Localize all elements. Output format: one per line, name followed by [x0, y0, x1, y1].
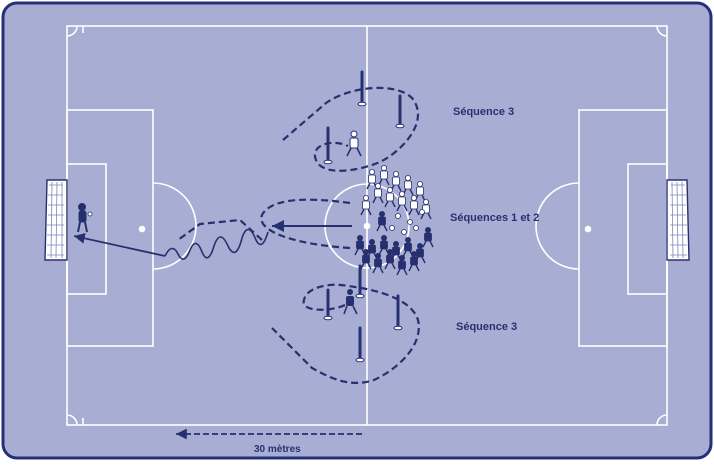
player-icon [378, 234, 390, 256]
label-sequence-3-bottom: Séquence 3 [456, 321, 518, 333]
player-icon [384, 186, 396, 208]
ball-icon [407, 219, 413, 225]
player-icon [402, 174, 414, 196]
label-sequences-1-2: Séquences 1 et 2 [450, 212, 540, 224]
sequence-3-top-run [282, 86, 419, 172]
ball-icon [395, 213, 401, 219]
player-icon [402, 236, 414, 258]
player-icon [343, 289, 358, 315]
right-penalty-spot [584, 225, 592, 233]
player-icon [346, 130, 362, 157]
label-distance: 30 mètres [254, 444, 301, 455]
player-icon [396, 190, 408, 212]
left-penalty-spot [138, 225, 146, 233]
goal-left [44, 179, 68, 261]
player-icon [372, 252, 384, 274]
center-spot [363, 222, 371, 230]
player-icon [372, 182, 384, 204]
player-icon [360, 194, 372, 216]
player-icon [396, 254, 408, 276]
shot-arrow [73, 233, 166, 257]
goal-right [666, 179, 690, 261]
left-penalty-arc [152, 182, 197, 270]
player-icon [354, 234, 366, 256]
label-sequence-3-top: Séquence 3 [453, 106, 515, 118]
player-icon [420, 198, 432, 220]
player-icon [408, 194, 420, 216]
player-icon [376, 210, 388, 232]
goalkeeper-icon [77, 203, 93, 233]
ball-icon [413, 225, 419, 231]
right-penalty-arc [535, 182, 580, 270]
pole-icon [326, 70, 402, 362]
sequence-3-bottom-run [271, 283, 420, 384]
sequence-1-2-runs [177, 198, 351, 250]
player-icon [360, 248, 372, 270]
player-icon [384, 248, 396, 270]
player-icon [390, 170, 402, 192]
player-icon [408, 250, 420, 272]
ball-icon [389, 225, 395, 231]
ball-icon [401, 229, 407, 235]
player-group-white [360, 164, 432, 235]
player-icon [378, 164, 390, 186]
player-group-dark [354, 210, 434, 276]
ball-icon [419, 209, 425, 215]
player-icon [422, 226, 434, 248]
